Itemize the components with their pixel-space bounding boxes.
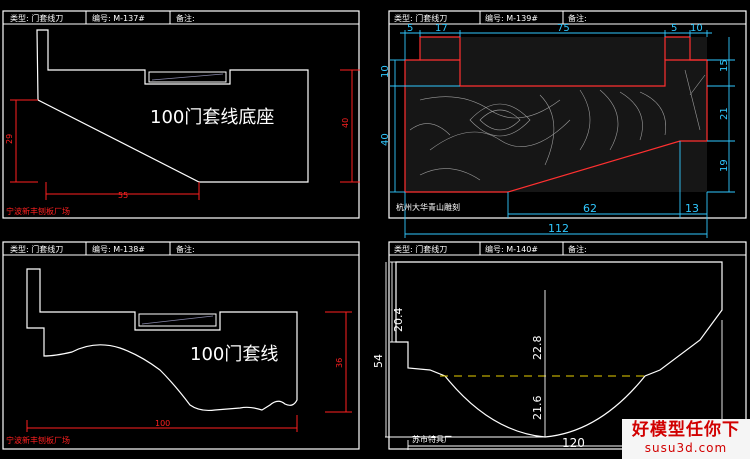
panel-m138: 类型: 门套线刀 编号: M-138# 备注: 36 100 100门套线 宁波… <box>2 241 360 450</box>
dim-width: 100 <box>155 419 170 428</box>
panel-frame <box>2 241 360 450</box>
company-label: 宁波新丰刨板厂场 <box>6 206 70 216</box>
code-label: 编号: M-140# <box>485 244 538 254</box>
dim-top-5b: 5 <box>671 23 677 34</box>
panel-frame <box>388 241 747 450</box>
profile-caption: 100门套线 <box>190 344 278 365</box>
panel-frame <box>388 10 747 219</box>
dim-width: 55 <box>118 191 128 200</box>
note-label: 备注: <box>176 244 195 254</box>
profile-outline <box>395 261 723 438</box>
dim-bottom-62: 62 <box>583 202 597 215</box>
panel-m139: 类型: 门套线刀 编号: M-139# 备注: <box>380 10 747 238</box>
company-label: 宁波新丰刨板厂场 <box>6 435 70 445</box>
dim-bottom-13: 13 <box>685 202 699 215</box>
company-label: 杭州大华青山雕刻 <box>396 202 460 212</box>
panel-frame <box>2 10 360 219</box>
note-label: 备注: <box>176 13 195 23</box>
dim-left-40: 40 <box>380 133 391 146</box>
dim-right: 40 <box>341 118 350 128</box>
profile-outline <box>404 36 708 193</box>
panel-m137: 类型: 门套线刀 编号: M-137# 备注: 29 40 55 100门套线底… <box>2 10 360 219</box>
company-label: 苏市特具厂 <box>412 434 452 444</box>
watermark-url: susu3d.com <box>644 441 728 455</box>
dim-right-21: 21 <box>719 107 730 120</box>
dim-left-10: 10 <box>380 65 391 78</box>
dim-inner-22-8: 22.8 <box>531 336 544 361</box>
dimension-lines <box>26 311 352 432</box>
dim-right-15: 15 <box>719 59 730 72</box>
dimension-lines <box>390 30 735 238</box>
wood-grain <box>409 69 706 181</box>
watermark-badge: 好模型任你下 susu3d.com <box>622 419 750 459</box>
type-label: 类型: 门套线刀 <box>394 13 447 23</box>
profile-caption: 100门套线底座 <box>150 107 274 128</box>
slot-insert <box>138 313 217 327</box>
dim-left-20-4: 20.4 <box>392 308 405 333</box>
note-label: 备注: <box>568 244 587 254</box>
dim-top-10: 10 <box>690 23 703 34</box>
profile-outline <box>36 29 309 183</box>
profile-top-edge <box>420 59 707 87</box>
dim-top-5a: 5 <box>407 23 413 34</box>
dim-total-112: 112 <box>548 222 569 235</box>
code-label: 编号: M-138# <box>92 244 145 254</box>
type-label: 类型: 门套线刀 <box>10 13 63 23</box>
code-label: 编号: M-137# <box>92 13 145 23</box>
dim-bottom-120: 120 <box>562 436 585 450</box>
code-label: 编号: M-139# <box>485 13 538 23</box>
slot-insert <box>148 71 227 83</box>
watermark-title: 好模型任你下 <box>632 420 740 440</box>
dim-right: 36 <box>335 358 344 368</box>
dim-right-19: 19 <box>719 159 730 172</box>
dimension-lines <box>10 69 360 200</box>
type-label: 类型: 门套线刀 <box>394 244 447 254</box>
dim-top-75: 75 <box>557 23 570 34</box>
type-label: 类型: 门套线刀 <box>10 244 63 254</box>
dim-inner-21-6: 21.6 <box>531 396 544 421</box>
dim-left-54: 54 <box>372 354 385 368</box>
dim-height: 29 <box>5 134 14 144</box>
note-label: 备注: <box>568 13 587 23</box>
profile-outline <box>26 268 298 412</box>
dim-top-17: 17 <box>435 23 448 34</box>
